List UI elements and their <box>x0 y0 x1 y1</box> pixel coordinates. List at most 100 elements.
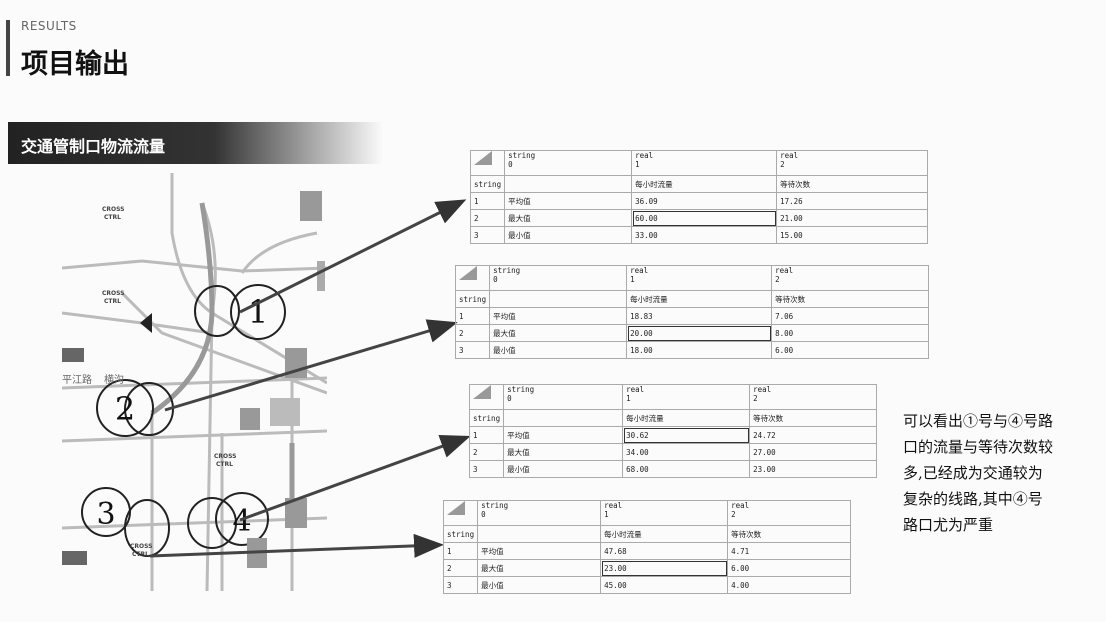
street-label: 平江路 <box>62 373 92 386</box>
marker-4: 4 <box>232 504 251 539</box>
section-banner: 交通管制口物流流量 <box>8 122 383 164</box>
table-cell <box>468 384 505 410</box>
table-cell: 最大值 <box>503 443 624 461</box>
table-cell: 33.00 <box>631 226 778 244</box>
map-label: CTRL <box>216 461 233 468</box>
table-cell: 4.00 <box>727 576 851 594</box>
street-label: 横沟 <box>104 373 124 386</box>
table-cell <box>489 290 628 308</box>
map-label: CROSS <box>102 206 125 213</box>
table-cell: 3 <box>469 226 506 244</box>
table-cell: 7.06 <box>771 307 929 325</box>
table-cell: 2 <box>469 209 506 227</box>
table-header-row: string 每小时流量 等待次数 <box>454 290 929 308</box>
table-cell <box>469 150 506 176</box>
section-label: RESULTS <box>21 19 77 33</box>
table-cell: 47.68 <box>600 542 729 560</box>
table-cell: 2 <box>454 324 491 342</box>
table-cell: 1 <box>468 426 505 444</box>
accent-bar <box>6 20 10 76</box>
table-cell <box>442 500 479 526</box>
note-line: 可以看出①号与④号路 <box>903 412 1054 430</box>
table-cell: 2 <box>468 443 505 461</box>
traffic-map: 1 2 3 4 CROSS CTRL CROSS CTRL CROSS CTRL… <box>62 173 327 591</box>
table-cell: 18.00 <box>626 341 773 359</box>
table-cell: 34.00 <box>622 443 751 461</box>
marker-1: 1 <box>248 293 268 331</box>
table-cell: 36.09 <box>631 192 778 210</box>
table-cell: 平均值 <box>504 192 633 210</box>
table-cell: 每小时流量 <box>631 175 778 193</box>
table-cell: 1 <box>454 307 491 325</box>
table-cell: 平均值 <box>503 426 624 444</box>
marker-3: 3 <box>96 497 115 532</box>
table-cell: 27.00 <box>749 443 877 461</box>
table-cell: 4.71 <box>727 542 851 560</box>
table-cell: 20.00 <box>626 324 773 342</box>
map-label: CTRL <box>104 214 121 221</box>
table-cell <box>477 525 602 543</box>
table-cell: 最小值 <box>477 576 602 594</box>
table-cell: 24.72 <box>749 426 877 444</box>
table-cell: 1 <box>469 192 506 210</box>
table-cell: 8.00 <box>771 324 929 342</box>
table-cell: 1 <box>442 542 479 560</box>
table-cell: 等待次数 <box>749 409 877 427</box>
map-label: CTRL <box>104 298 121 305</box>
table-cell: 3 <box>468 460 505 478</box>
table-cell: 每小时流量 <box>600 525 729 543</box>
table-cell: string <box>442 525 479 543</box>
note-line: 多,已经成为交通较为 <box>903 464 1043 482</box>
map-label: CROSS <box>214 453 237 460</box>
table-cell: string <box>469 175 506 193</box>
table-cell: 3 <box>442 576 479 594</box>
table-cell: 68.00 <box>622 460 751 478</box>
note-line: 口的流量与等待次数较 <box>903 438 1054 456</box>
table-cell: 6.00 <box>727 559 851 577</box>
table-cell: string <box>454 290 491 308</box>
table-cell: 等待次数 <box>727 525 851 543</box>
map-label: CROSS <box>102 290 125 297</box>
table-cell: 17.26 <box>776 192 928 210</box>
table-cell: 最大值 <box>477 559 602 577</box>
table-cell: 每小时流量 <box>626 290 773 308</box>
table-cell <box>454 265 491 291</box>
table-cell: 23.00 <box>600 559 729 577</box>
page-title: 项目输出 <box>21 49 129 80</box>
table-cell: 15.00 <box>776 226 928 244</box>
table-cell <box>503 409 624 427</box>
table-cell: 最小值 <box>503 460 624 478</box>
table-cell: 平均值 <box>489 307 628 325</box>
conclusion-note: 可以看出①号与④号路 口的流量与等待次数较 多,已经成为交通较为 复杂的线路,其… <box>903 408 1054 538</box>
table-cell: 30.62 <box>622 426 751 444</box>
note-line: 路口尤为严重 <box>903 516 994 534</box>
table-cell: 18.83 <box>626 307 773 325</box>
table-cell <box>504 175 633 193</box>
table-cell: 3 <box>454 341 491 359</box>
table-cell: 2 <box>442 559 479 577</box>
